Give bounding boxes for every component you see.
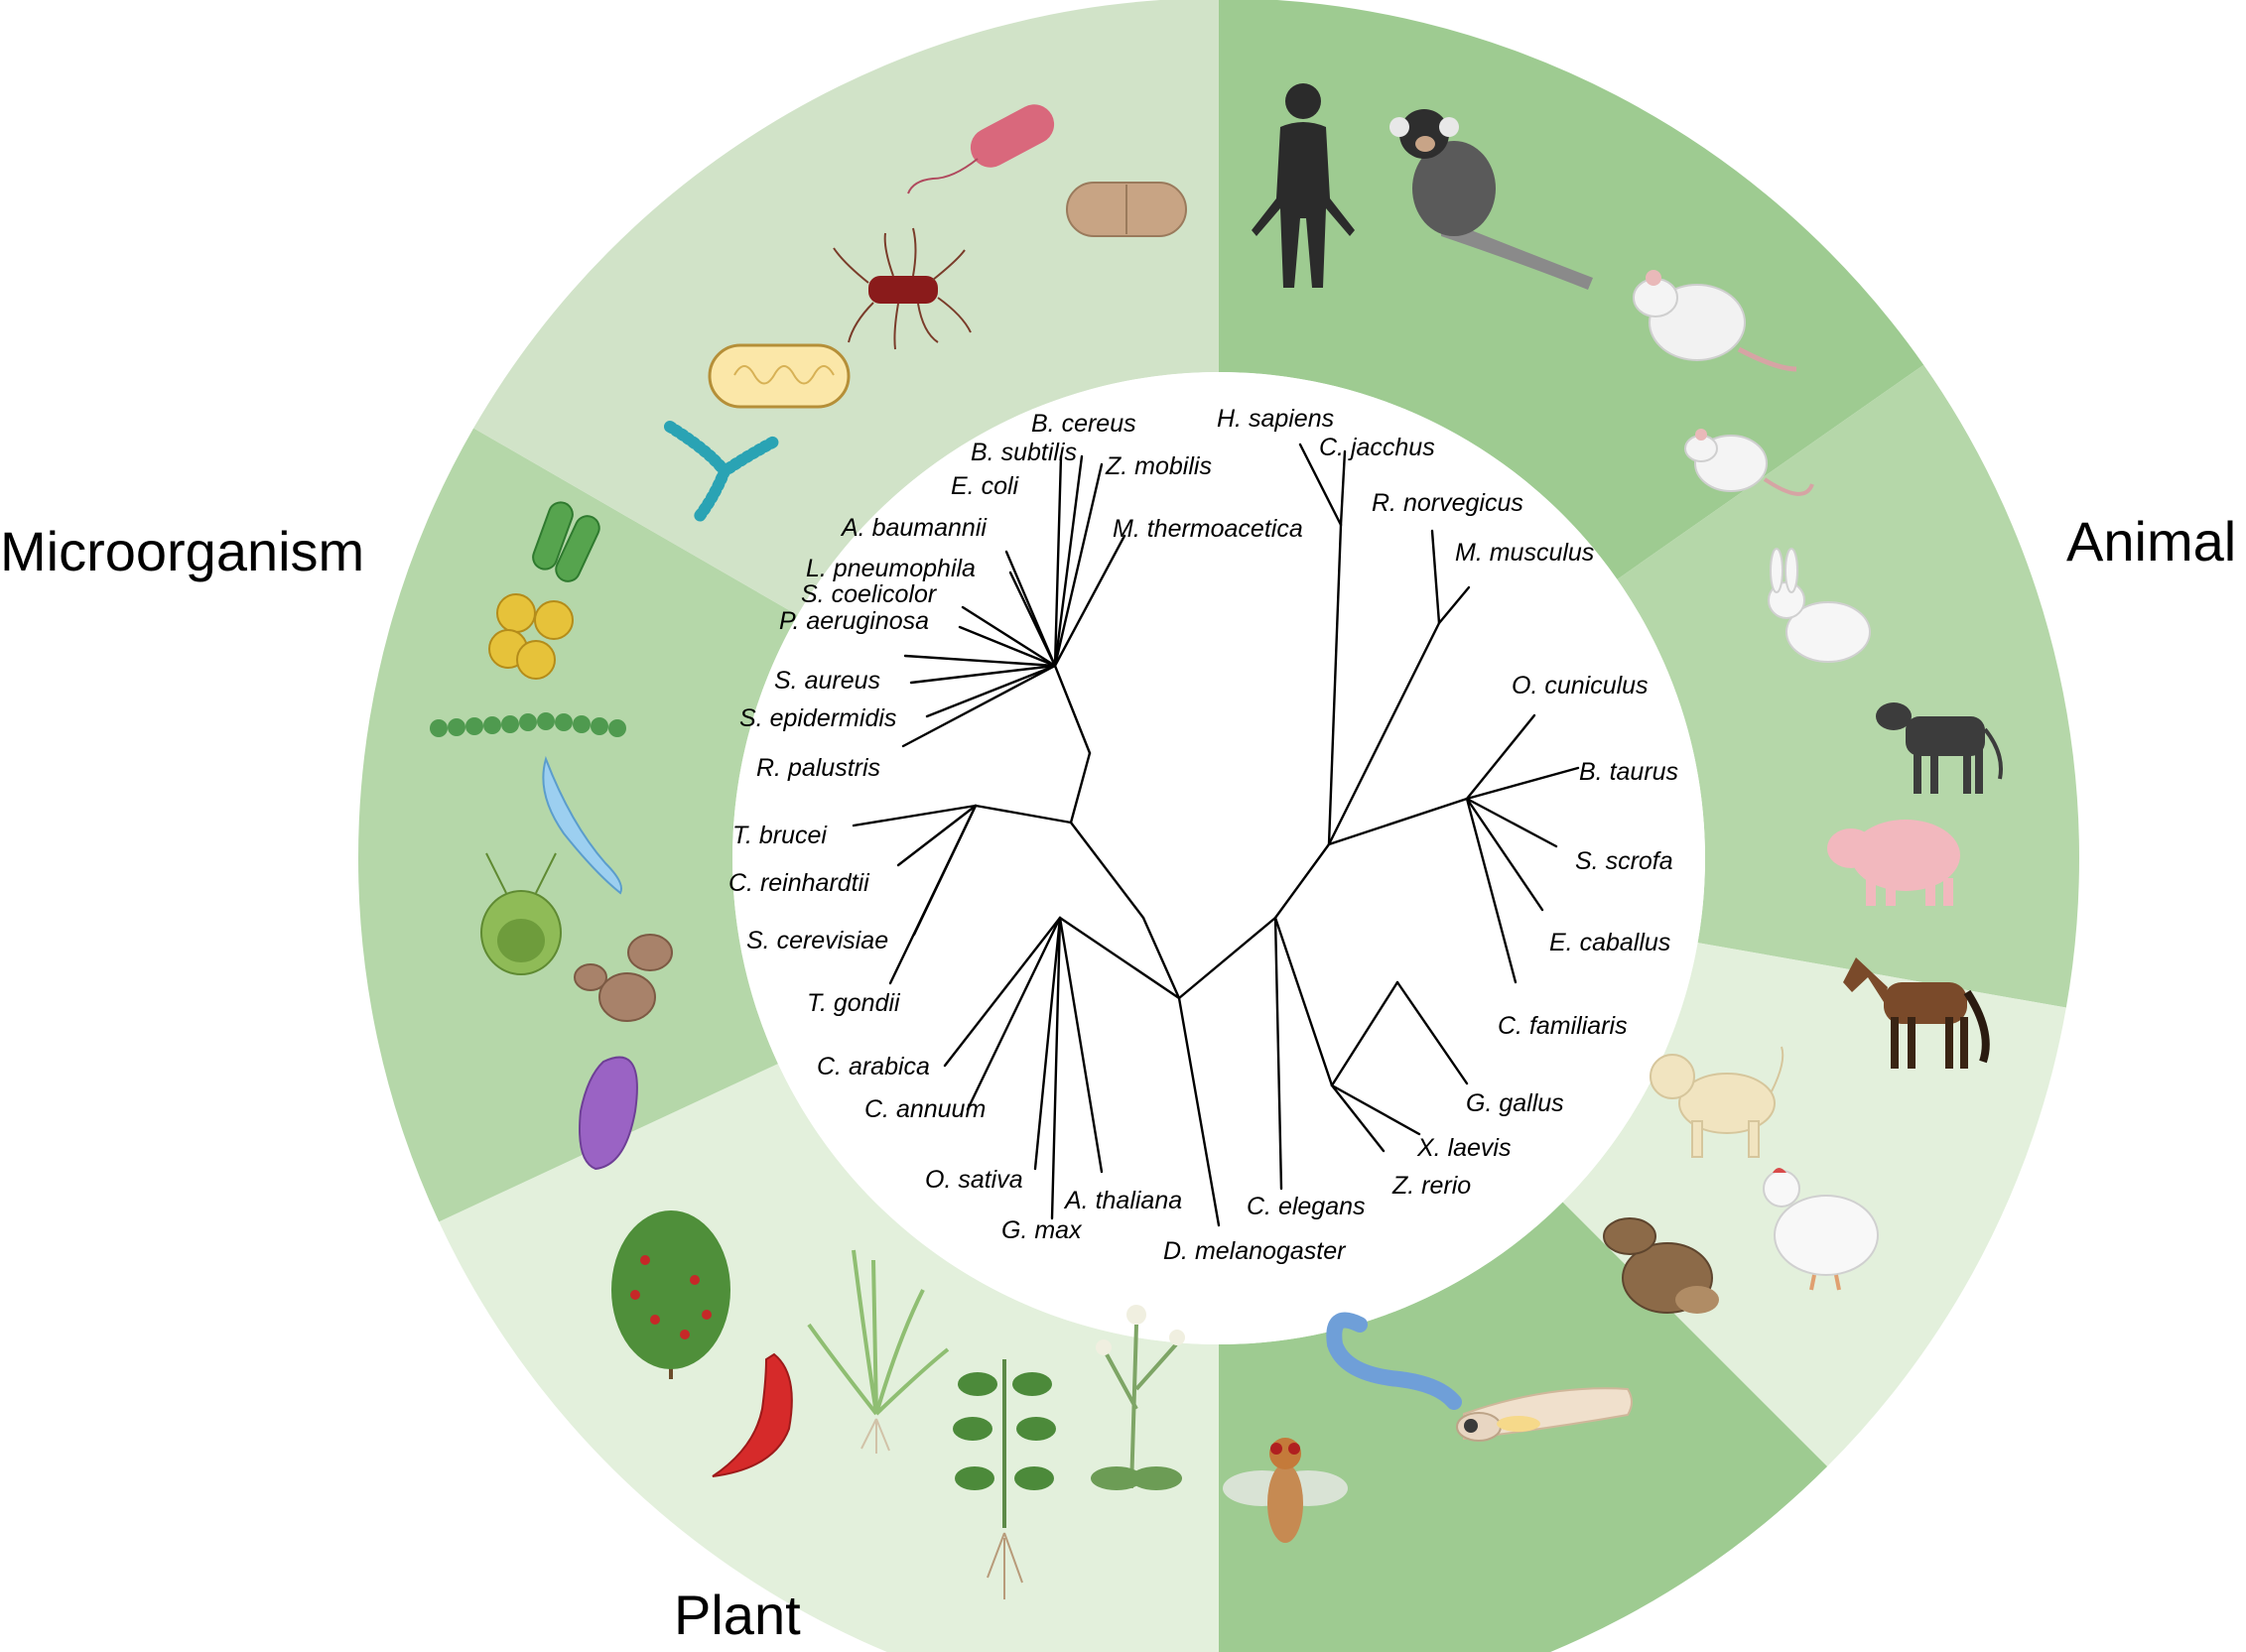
species-label-s-coelicolor: S. coelicolor [801,580,938,608]
staphylococcus-icon [488,593,574,680]
chili-pepper-icon [712,1352,793,1477]
species-label-e-caballus: E. caballus [1549,929,1670,956]
species-label-h-sapiens: H. sapiens [1217,405,1334,433]
ring-sector-1 [1219,0,1924,579]
ring-sector-5 [439,1064,1219,1652]
species-label-x-laevis: X. laevis [1416,1134,1511,1162]
species-label-s-aureus: S. aureus [774,667,880,695]
species-label-s-cerevisiae: S. cerevisiae [746,927,888,954]
species-label-b-subtilis: B. subtilis [971,439,1077,466]
species-label-m-thermoacetica: M. thermoacetica [1113,515,1303,543]
group-label-microorganism: Microorganism [0,520,364,582]
soybean-icon [953,1359,1056,1599]
species-label-e-coli: E. coli [951,472,1020,500]
rice-icon [807,1249,950,1454]
organism-icons [430,83,2003,1599]
species-label-c-elegans: C. elegans [1247,1193,1366,1220]
species-label-b-taurus: B. taurus [1579,758,1678,786]
streptomyces-icon [664,421,780,522]
species-label-r-palustris: R. palustris [756,754,880,782]
phylogenetic-tree [852,443,1580,1227]
species-label-c-arabica: C. arabica [817,1053,930,1080]
species-label-m-musculus: M. musculus [1455,539,1594,567]
species-label-p-aeruginosa: P. aeruginosa [779,607,929,635]
frog-icon [1603,1217,1719,1314]
species-label-s-epidermidis: S. epidermidis [739,704,896,732]
species-label-a-thaliana: A. thaliana [1063,1187,1182,1214]
toxoplasma-icon [579,1056,638,1171]
zebrafish-icon [1456,1387,1633,1442]
dog-icon [1650,1046,1784,1158]
horse-icon [1843,957,1990,1069]
chicken-icon [1763,1168,1879,1291]
rod-bacteria-icon [532,501,600,582]
flagellated-bacterium-icon [907,104,1055,194]
coffee-plant-icon [611,1210,730,1379]
species-label-z-mobilis: Z. mobilis [1105,452,1212,480]
species-label-o-cuniculus: O. cuniculus [1512,672,1649,699]
marmoset-icon [1389,109,1593,290]
bacillus-icon [708,343,851,409]
fimbriated-bacterium-icon [833,227,972,350]
yeast-icon [574,934,673,1022]
species-label-c-annuum: C. annuum [864,1095,986,1123]
species-label-s-scrofa: S. scrofa [1575,847,1673,875]
species-label-l-pneumophila: L. pneumophila [806,555,976,582]
chlamydomonas-icon [480,852,562,975]
arabidopsis-icon [1091,1305,1185,1490]
species-label-a-baumannii: A. baumannii [840,514,988,542]
rat-icon [1633,270,1797,372]
streptococcus-chain-icon [430,712,626,737]
species-label-c-jacchus: C. jacchus [1319,434,1435,461]
species-label-o-sativa: O. sativa [925,1166,1023,1194]
species-label-c-familiaris: C. familiaris [1498,1012,1628,1040]
species-label-g-gallus: G. gallus [1466,1089,1564,1117]
mouse-icon [1684,429,1814,496]
ring-sector-7 [473,0,1219,615]
species-label-z-rerio: Z. rerio [1391,1172,1471,1200]
trypanosoma-icon [542,755,622,895]
species-label-r-norvegicus: R. norvegicus [1372,489,1523,517]
species-label-c-reinhardtii: C. reinhardtii [728,869,870,897]
species-label-t-brucei: T. brucei [732,822,828,849]
rabbit-icon [1768,548,1871,663]
group-label-plant: Plant [674,1584,801,1646]
cow-icon [1876,702,2003,794]
human-icon [1252,83,1355,288]
species-label-d-melanogaster: D. melanogaster [1163,1237,1347,1265]
group-label-animal: Animal [2066,510,2236,572]
pig-icon [1827,820,1960,906]
diplococcus-icon [1066,182,1187,237]
species-labels: H. sapiens C. jacchus R. norvegicus M. m… [728,405,1678,1265]
nematode-icon [1326,1312,1462,1410]
ring-sector-2 [1617,364,2079,1008]
species-label-t-gondii: T. gondii [807,989,901,1017]
fruit-fly-icon [1223,1438,1348,1543]
species-label-g-max: G. max [1001,1216,1083,1244]
species-label-b-cereus: B. cereus [1031,410,1136,438]
